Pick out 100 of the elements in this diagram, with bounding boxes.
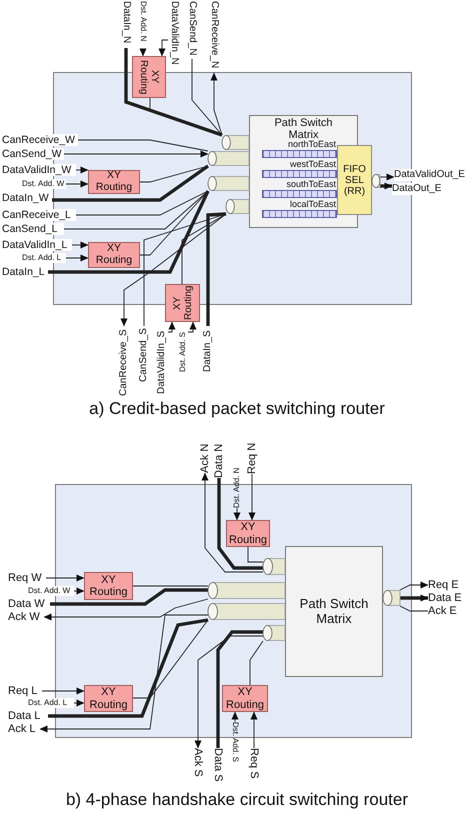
signal-label: CanSend_L: [2, 223, 64, 235]
caption: a) Credit-based packet switching router: [88, 398, 386, 420]
signal-label: Dst. Add. N: [232, 466, 242, 508]
bus-line: [380, 182, 392, 190]
signal-arrow: [250, 712, 258, 748]
signal-label: Data N: [213, 440, 225, 478]
signal-line: [182, 214, 226, 284]
signal-label: Ack N: [199, 440, 211, 473]
signal-label: Dst. Add. W: [28, 586, 74, 596]
signal-arrow: [74, 700, 84, 706]
bus-line: [48, 618, 208, 718]
signal-line: [64, 190, 208, 230]
signal-label: Req S: [248, 748, 260, 780]
signal-line: [400, 606, 428, 612]
box-label: XY Routing: [88, 574, 128, 598]
signal-label: CanSend_W: [2, 148, 64, 160]
port-cylinder: [226, 199, 249, 214]
signal-arrow: [188, 322, 196, 332]
signal-line: [140, 166, 208, 182]
signal-arrow: [74, 588, 84, 594]
signal-arrow: [66, 180, 88, 188]
signal-label: Dst. Add. S: [230, 722, 240, 762]
signal-line: [150, 98, 222, 136]
box-label: XY Routing: [88, 686, 128, 711]
signal-arrow: [400, 582, 428, 590]
box-label: FIFO SEL (RR): [342, 164, 367, 196]
port-cylinder: [372, 174, 380, 188]
bus-line: [216, 630, 263, 748]
port-cylinder: [208, 176, 249, 191]
signal-line: [192, 58, 222, 136]
signal-label: Req N: [246, 440, 258, 474]
signal-arrow: [40, 614, 208, 732]
signal-label: CanReceive_L: [2, 209, 76, 221]
signal-line: [78, 140, 208, 152]
signal-line: [132, 620, 208, 698]
signal-label: DataValidIn_N: [168, 1, 180, 73]
signal-label: CanReceive_N: [208, 1, 220, 73]
signal-line: [76, 190, 208, 216]
signal-arrow: [120, 214, 226, 326]
port-cylinder: [263, 625, 285, 641]
box-label: XY Routing: [228, 521, 268, 546]
signal-label: CanReceive_S: [118, 326, 130, 396]
port-cylinder: [383, 590, 400, 606]
routing-box: [88, 242, 140, 268]
port-cylinder: [222, 135, 249, 150]
buffer-label: westToEast: [288, 159, 336, 169]
signal-arrow: [210, 72, 222, 136]
signal-label: Dst. Add. N: [138, 1, 148, 49]
bus-line: [50, 588, 208, 606]
signal-arrow: [232, 712, 238, 722]
signal-label: DataValidIn_L: [2, 239, 72, 251]
signal-label: DataValidIn_S: [156, 326, 168, 394]
bus-line: [124, 48, 223, 137]
port-cylinder: [263, 558, 285, 575]
box-label: XY Routing: [138, 58, 160, 96]
signal-label: DataIn_S: [202, 326, 214, 372]
signal-arrow: [64, 150, 208, 158]
signal-arrow: [140, 48, 146, 56]
signal-arrow: [234, 508, 240, 520]
signal-label: CanSend_S: [138, 326, 150, 382]
bus-line: [206, 212, 226, 326]
routing-box: [84, 685, 133, 712]
signal-label: Ack S: [192, 748, 204, 780]
signal-label: Dst. Add. L: [28, 698, 74, 708]
signal-label: DataValidIn_W: [2, 164, 76, 176]
signal-arrow: [158, 40, 168, 56]
signal-arrow: [248, 474, 256, 520]
signal-line: [250, 640, 264, 686]
box-label: Path Switch Matrix: [273, 117, 333, 142]
signal-label: CanSend_N: [186, 1, 198, 59]
routing-box: [84, 572, 133, 600]
signal-label: Dst. Add. W: [22, 179, 66, 189]
signal-arrow: [194, 636, 264, 748]
port-cylinder: [208, 582, 285, 599]
fifo-selector-box: [337, 145, 372, 215]
signal-arrow: [44, 598, 208, 620]
signal-line: [140, 190, 208, 256]
bus-line: [400, 594, 428, 602]
signal-label: Dst. Add. S: [178, 326, 188, 372]
signal-arrow: [42, 688, 84, 694]
port-cylinder: [208, 151, 249, 166]
signal-label: Dst. Add. L: [22, 253, 66, 263]
signal-arrow: [202, 472, 264, 572]
signal-arrow: [46, 574, 84, 582]
signal-arrow: [76, 166, 88, 174]
buffer-label: localToEast: [288, 199, 336, 209]
buffer-label: northToEast: [286, 139, 336, 149]
signal-arrow: [66, 254, 88, 262]
bus-line: [52, 164, 209, 202]
signal-label: CanReceive_W: [2, 134, 78, 146]
routing-box: [88, 170, 140, 194]
bus-line: [48, 190, 210, 274]
box-label: XY Routing: [225, 686, 265, 711]
port-cylinder: [208, 603, 285, 620]
signal-line: [248, 546, 264, 562]
routing-box: [165, 284, 200, 322]
signal-arrow: [168, 322, 176, 332]
signal-label: Data S: [212, 748, 224, 784]
signal-arrow: [72, 242, 88, 248]
signal-label: DataIn_N: [120, 1, 132, 48]
